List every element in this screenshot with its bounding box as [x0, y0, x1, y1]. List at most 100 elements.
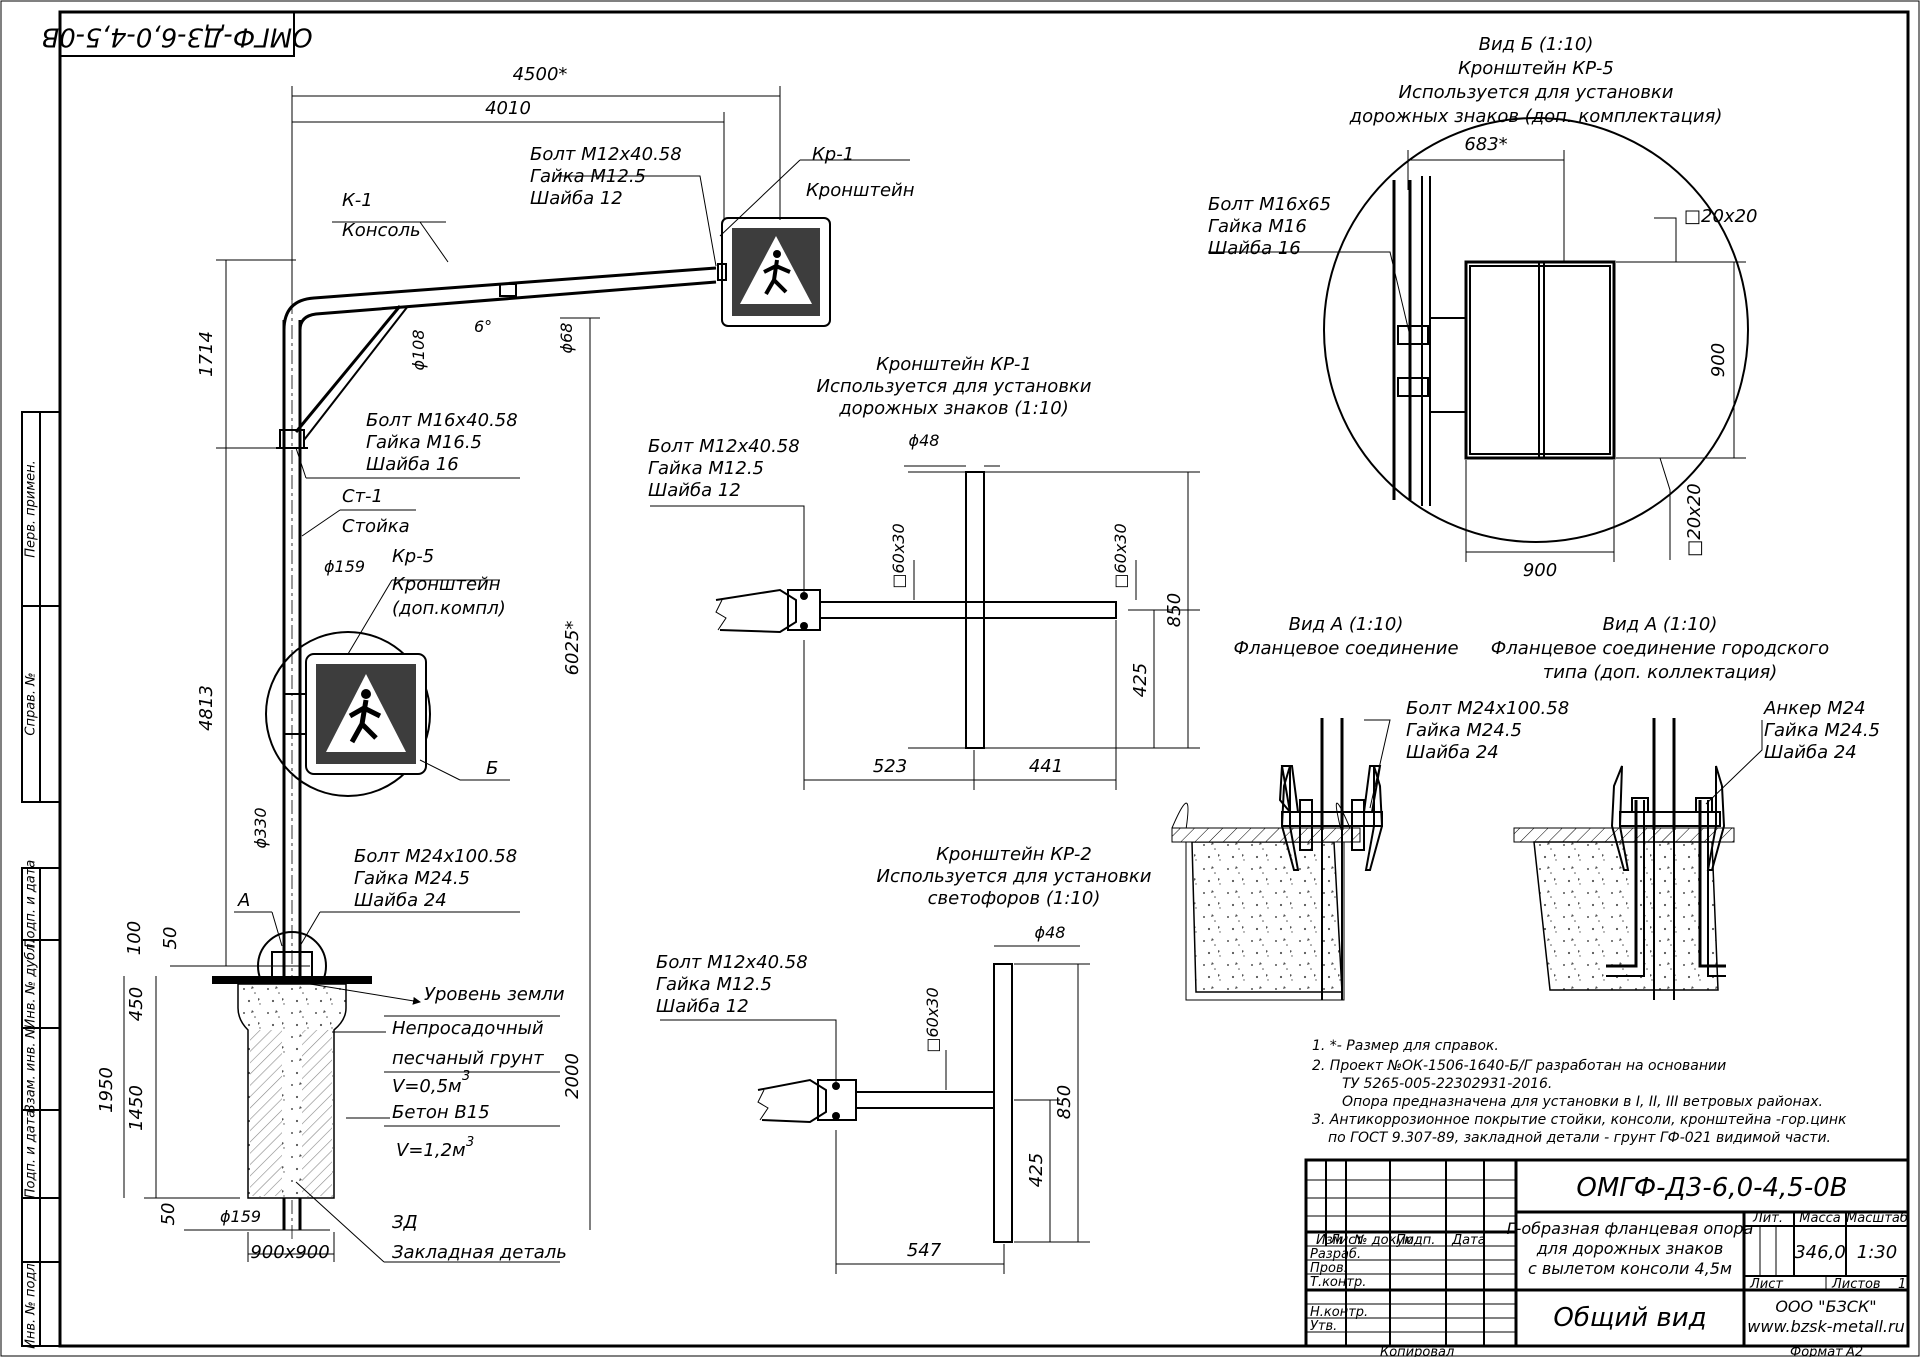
note-2c: Опора предназначена для установки в I, I… — [1342, 1094, 1823, 1110]
vb-title-4: дорожных знаков (доп. комплектация) — [1349, 106, 1723, 127]
kr5-name1: Кронштейн — [392, 574, 501, 595]
kr2-title-2: Используется для установки — [876, 866, 1151, 887]
dim-50-bot: 50 — [158, 1203, 179, 1226]
format-label: Формат — [1790, 1345, 1843, 1357]
bolt2-line3: Шайба 16 — [366, 454, 459, 475]
kr5-code: Кр-5 — [392, 546, 434, 567]
format-value: А2 — [1845, 1345, 1863, 1357]
role-tkontr: Т.контр. — [1310, 1275, 1366, 1290]
dim-6025: 6025* — [562, 621, 583, 676]
va1-bolt-2: Гайка М24.5 — [1406, 720, 1522, 741]
vb-dim-900-h: 900 — [1523, 560, 1557, 581]
kr1-dim-523: 523 — [873, 756, 907, 777]
bolt3-line1: Болт М24х100.58 — [354, 846, 517, 867]
hdr-lit: Лит. — [1752, 1211, 1783, 1226]
size-900x900: 900x900 — [250, 1242, 329, 1263]
designation: ОМГФ-Д3-6,0-4,5-0В — [1576, 1173, 1847, 1203]
note-2: 2. Проект №ОК-1506-1640-Б/Г разработан н… — [1312, 1058, 1726, 1074]
sheets-label: Листов — [1831, 1277, 1881, 1292]
va2-title-2: Фланцевое соединение городского — [1491, 638, 1829, 659]
col-list: Лист — [1329, 1233, 1363, 1248]
main-view — [123, 86, 910, 1263]
va2-bolt-2: Гайка М24.5 — [1764, 720, 1880, 741]
d68: ϕ68 — [557, 323, 576, 354]
dim-2000: 2000 — [562, 1053, 583, 1099]
kr1-dim-850: 850 — [1164, 593, 1185, 627]
side-inv-podl: Инв. № подл. — [24, 1259, 39, 1349]
role-nkontr: Н.контр. — [1310, 1305, 1368, 1320]
kr1-dim-441: 441 — [1029, 756, 1063, 777]
kr1-view — [650, 465, 1200, 790]
mass-value: 346,0 — [1794, 1242, 1846, 1263]
dim-1714: 1714 — [196, 331, 217, 377]
bolt1-line3: Шайба 12 — [530, 188, 623, 209]
vb-title-3: Используется для установки — [1398, 82, 1673, 103]
role-prov: Пров. — [1310, 1261, 1348, 1276]
st1-code: Ст-1 — [342, 486, 383, 507]
col-date: Дата — [1451, 1233, 1486, 1248]
main-view-labels: 4500* 4010 1714 4813 6025* 2000 100 50 4… — [96, 64, 915, 1263]
kr1-title-2: Используется для установки — [816, 376, 1091, 397]
d159-bot: ϕ159 — [220, 1207, 261, 1226]
sand-volume: V=0,5м — [392, 1076, 462, 1097]
d108: ϕ108 — [409, 329, 428, 370]
bolt1-line1: Болт М12х40.58 — [530, 144, 682, 165]
notes: 1. *- Размер для справок. 2. Проект №ОК-… — [1312, 1038, 1847, 1146]
va1-title-1: Вид А (1:10) — [1289, 614, 1404, 635]
vb-dim-900-v: 900 — [1708, 343, 1729, 377]
kr2-d48: ϕ48 — [1035, 923, 1066, 942]
kr2-dim-850: 850 — [1054, 1085, 1075, 1119]
top-code: ОМГФ-Д3-6,0-4,5-0В — [41, 22, 312, 52]
kr1-bolt-1: Болт М12х40.58 — [648, 436, 800, 457]
d330: ϕ330 — [251, 807, 270, 848]
vb-dim-683: 683* — [1464, 134, 1507, 155]
company: ООО "БЗСК" — [1775, 1297, 1876, 1316]
kr1-bolt-2: Гайка М12.5 — [648, 458, 764, 479]
side-vzam: Взам. инв. № — [24, 1025, 39, 1113]
kr2-bolt-1: Болт М12х40.58 — [656, 952, 808, 973]
view-a1-labels: Вид А (1:10) Фланцевое соединение Болт М… — [1233, 614, 1569, 763]
sand-line1: Непросадочный — [392, 1018, 544, 1039]
kr1-name: Кронштейн — [806, 180, 915, 201]
kr1-title-1: Кронштейн КР-1 — [876, 354, 1032, 375]
kr1-sq1: □60х30 — [889, 523, 908, 588]
kr5-name2: (доп.компл) — [392, 598, 506, 619]
view-b-labels: Вид Б (1:10) Кронштейн КР-5 Используется… — [1208, 34, 1757, 581]
kr1-d48: ϕ48 — [909, 431, 940, 450]
kr2-title-3: светофоров (1:10) — [928, 888, 1101, 909]
bolt3-line2: Гайка М24.5 — [354, 868, 470, 889]
view-a1 — [1171, 718, 1391, 1001]
kr1-labels: Кронштейн КР-1 Используется для установк… — [648, 354, 1185, 777]
title-line-1: Г-образная фланцевая опора — [1507, 1219, 1754, 1238]
dim-450: 450 — [126, 987, 147, 1021]
bolt1-line2: Гайка М12.5 — [530, 166, 646, 187]
scale-value: 1:30 — [1857, 1242, 1897, 1263]
va1-title-2: Фланцевое соединение — [1233, 638, 1458, 659]
concrete-volume: V=1,2м — [396, 1140, 466, 1161]
title-block: ОМГФ-Д3-6,0-4,5-0В Г-образная фланцевая … — [1304, 1158, 1910, 1357]
vb-title-1: Вид Б (1:10) — [1479, 34, 1594, 55]
kr1-sq2: □60х30 — [1111, 523, 1130, 588]
va2-title-1: Вид А (1:10) — [1603, 614, 1718, 635]
kr2-title-1: Кронштейн КР-2 — [936, 844, 1092, 865]
concrete-cube: 3 — [466, 1135, 474, 1150]
note-3b: по ГОСТ 9.307-89, закладной детали - гру… — [1328, 1130, 1831, 1146]
zd-code: ЗД — [392, 1212, 418, 1233]
side-podp-2: Подп. и дата — [24, 1110, 39, 1199]
note-3: 3. Антикоррозионное покрытие стойки, кон… — [1312, 1112, 1847, 1128]
vb-bolt-3: Шайба 16 — [1208, 238, 1301, 259]
dim-50-top: 50 — [160, 927, 181, 950]
title-line-3: с вылетом консоли 4,5м — [1528, 1259, 1732, 1278]
va1-bolt-1: Болт М24х100.58 — [1406, 698, 1569, 719]
role-razrab: Разраб. — [1310, 1247, 1361, 1262]
sheet-name: Общий вид — [1553, 1303, 1706, 1333]
sand-line2: песчаный грунт — [392, 1048, 544, 1069]
va2-title-3: типа (доп. коллектация) — [1543, 662, 1778, 683]
kr2-dim-547: 547 — [907, 1240, 942, 1261]
angle-6: 6° — [474, 317, 492, 336]
col-doc: № докум. — [1353, 1233, 1418, 1248]
kr1-code: Кр-1 — [812, 144, 854, 165]
dim-4813: 4813 — [196, 685, 217, 731]
kr1-bolt-3: Шайба 12 — [648, 480, 741, 501]
zd-name: Закладная деталь — [392, 1242, 567, 1263]
